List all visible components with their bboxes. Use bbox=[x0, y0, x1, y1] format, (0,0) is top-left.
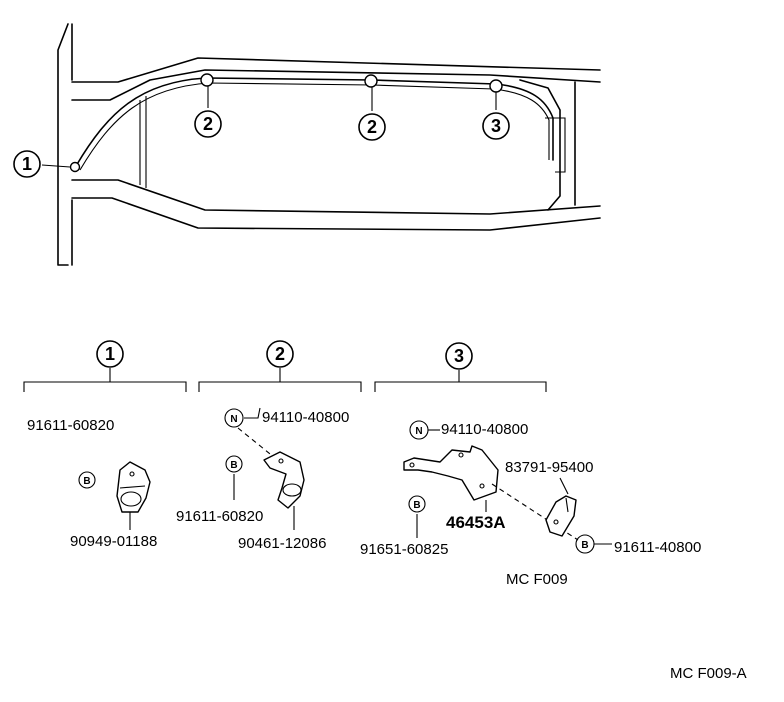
clamp-90949-01188 bbox=[116, 461, 151, 530]
svg-text:3: 3 bbox=[491, 116, 501, 136]
nut-badge: N bbox=[224, 408, 244, 428]
part-number-91611-60820: 91611-60820 bbox=[176, 508, 263, 525]
svg-text:B: B bbox=[413, 500, 420, 511]
svg-text:B: B bbox=[581, 540, 588, 551]
part-number-90461-12086: 90461-12086 bbox=[238, 535, 326, 552]
group-3: 3 N 94110-40800 83791-95400 46453A bbox=[360, 342, 701, 588]
part-number-83791-95400: 83791-95400 bbox=[505, 459, 593, 476]
clamp-90461-12086 bbox=[263, 451, 305, 530]
svg-text:3: 3 bbox=[454, 346, 464, 366]
bolt-badge: B bbox=[78, 471, 96, 489]
svg-text:2: 2 bbox=[275, 344, 285, 364]
svg-text:N: N bbox=[230, 414, 237, 425]
svg-text:2: 2 bbox=[203, 114, 213, 134]
frame-illustration bbox=[57, 23, 601, 266]
bolt-badge: B bbox=[408, 495, 426, 513]
callout-2a: 2 bbox=[194, 86, 222, 138]
part-number-91611-60820: 91611-60820 bbox=[27, 417, 114, 434]
part-number-90949-01188: 90949-01188 bbox=[70, 533, 157, 550]
clip-83791-95400 bbox=[545, 495, 577, 537]
group-2: 2 N 94110-40800 B 91611-60820 90461-1208… bbox=[176, 340, 362, 552]
bolt-badge: B bbox=[575, 534, 595, 554]
part-number-91611-40800: 91611-40800 bbox=[614, 539, 701, 556]
svg-text:1: 1 bbox=[105, 344, 115, 364]
svg-text:N: N bbox=[415, 426, 422, 437]
part-number-94110-40800: 94110-40800 bbox=[262, 409, 349, 426]
figure-code: MC F009-A bbox=[670, 665, 747, 682]
svg-text:2: 2 bbox=[367, 117, 377, 137]
bracket-46453A bbox=[403, 445, 499, 512]
bolt-badge: B bbox=[225, 455, 243, 473]
nut-badge: N bbox=[409, 420, 429, 440]
part-number-91651-60825: 91651-60825 bbox=[360, 541, 448, 558]
part-number-94110-40800: 94110-40800 bbox=[441, 421, 528, 438]
callout-1: 1 bbox=[13, 150, 71, 178]
group-1: 1 91611-60820 B 90949-01188 bbox=[23, 340, 187, 550]
callout-2b: 2 bbox=[358, 87, 386, 141]
callout-3: 3 bbox=[482, 92, 510, 140]
svg-text:B: B bbox=[83, 476, 90, 487]
svg-text:B: B bbox=[230, 460, 237, 471]
part-number-46453A: 46453A bbox=[446, 513, 506, 532]
svg-text:1: 1 bbox=[22, 154, 32, 174]
group-code: MC F009 bbox=[506, 571, 568, 588]
